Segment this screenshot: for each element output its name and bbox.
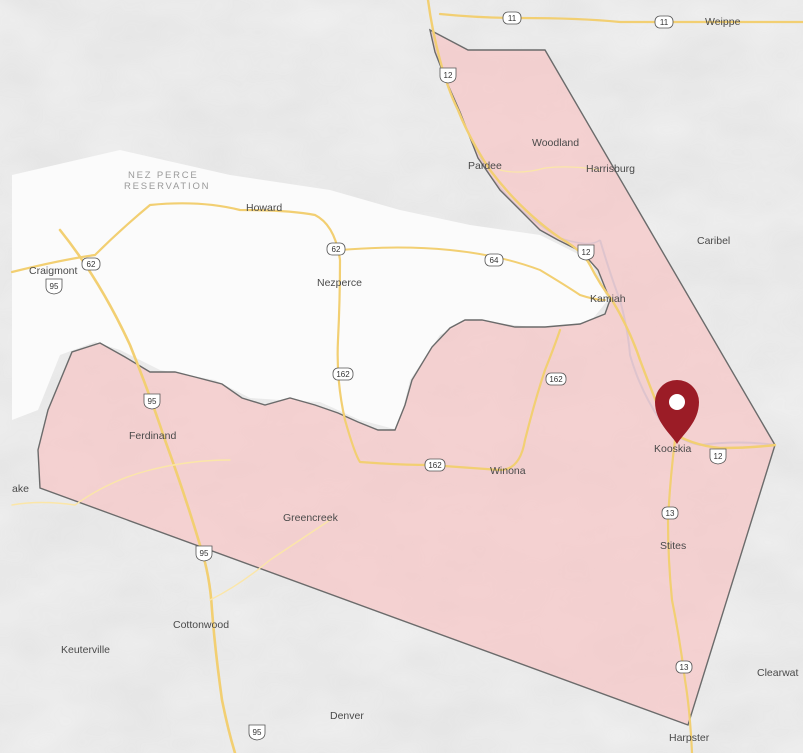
svg-text:11: 11 [660,18,669,27]
route-shield: 62 [81,257,101,271]
route-shield: 95 [143,393,161,410]
roads [10,0,803,753]
svg-text:12: 12 [714,452,723,461]
route-shield: 62 [326,242,346,256]
route-shield: 64 [484,253,504,267]
route-shield: 12 [709,448,727,465]
route-shield: 162 [424,458,446,472]
route-shield: 162 [545,372,567,386]
road-sh-64 [339,246,606,301]
svg-text:11: 11 [508,14,517,23]
place-label[interactable]: Stites [660,540,686,552]
location-pin-icon[interactable] [655,380,699,444]
place-label[interactable]: Ferdinand [129,430,176,442]
reservation-label-line2: RESERVATION [124,181,210,192]
svg-text:162: 162 [336,370,350,379]
svg-text:12: 12 [582,248,591,257]
svg-text:62: 62 [87,260,96,269]
route-shield: 11 [502,11,522,25]
place-label[interactable]: Cottonwood [173,619,229,631]
place-label[interactable]: ake [12,483,29,495]
place-label[interactable]: Harpster [669,732,710,744]
place-label[interactable]: Weippe [705,16,741,28]
location-pin-dot [669,394,685,410]
road-us-95 [58,228,237,753]
route-shield: 13 [675,660,693,674]
place-label[interactable]: Nezperce [317,277,362,289]
place-label[interactable]: Pardee [468,160,502,172]
highlighted-area[interactable] [37,28,776,726]
route-shield: 162 [332,367,354,381]
route-shield: 11 [654,15,674,29]
route-shield: 12 [577,244,595,261]
plateau-area [12,150,608,430]
road-sh-62 [10,202,562,472]
svg-text:162: 162 [549,375,563,384]
place-labels: Weippe Woodland Pardee Harrisburg Howard… [12,16,799,744]
svg-text:12: 12 [444,71,453,80]
route-shields: 11 11 12 12 12 62 62 64 95 95 95 95 162 … [45,11,727,741]
place-label[interactable]: Kamiah [590,293,626,305]
svg-text:95: 95 [200,549,209,558]
place-label[interactable]: Caribel [697,235,730,247]
route-shield: 95 [248,724,266,741]
road-sh-13 [666,438,694,753]
svg-text:162: 162 [428,461,442,470]
route-shield: 12 [439,67,457,84]
place-label[interactable]: Woodland [532,137,579,149]
place-label[interactable]: Keuterville [61,644,110,656]
svg-text:95: 95 [148,397,157,406]
road-minor-2 [209,519,331,601]
place-label[interactable]: Greencreek [283,512,339,524]
route-shield: 95 [45,278,63,295]
road-sh-11 [438,12,803,24]
svg-text:62: 62 [332,245,341,254]
svg-text:13: 13 [666,509,675,518]
place-label[interactable]: Clearwat [757,667,799,679]
svg-text:95: 95 [253,728,262,737]
place-label[interactable]: Denver [330,710,364,722]
svg-text:64: 64 [490,256,499,265]
road-minor-1 [11,459,231,506]
place-label[interactable]: Winona [490,465,526,477]
svg-text:13: 13 [680,663,689,672]
place-label[interactable]: Harrisburg [586,163,635,175]
route-shield: 13 [661,506,679,520]
place-label[interactable]: Kooskia [654,443,692,455]
svg-text:95: 95 [50,282,59,291]
map-marker[interactable] [655,380,699,444]
reservation-label-line1: NEZ PERCE [128,170,199,181]
road-minor-3 [499,166,601,173]
route-shield: 95 [195,545,213,562]
place-label[interactable]: Craigmont [29,265,78,277]
place-label[interactable]: Howard [246,202,282,214]
